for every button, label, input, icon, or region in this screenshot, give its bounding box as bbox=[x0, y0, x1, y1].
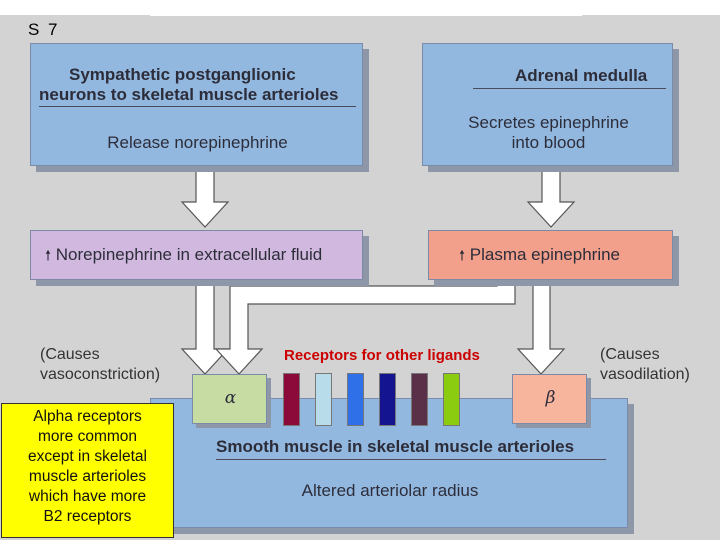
arrow-plasma-to-alpha bbox=[214, 282, 516, 375]
norepinephrine-text: Norepinephrine in extracellular fluid bbox=[55, 245, 323, 264]
note-line: which have more bbox=[28, 488, 147, 505]
sympathetic-neurons-box: Sympathetic postganglionic neurons to sk… bbox=[30, 43, 363, 166]
sympathetic-title-line1: Sympathetic postganglionic bbox=[69, 65, 296, 84]
sympathetic-title-underline bbox=[39, 106, 356, 107]
sympathetic-title-line2: neurons to skeletal muscle arterioles bbox=[39, 85, 339, 104]
adrenal-body-line2: into blood bbox=[511, 133, 586, 152]
other-receptor-4 bbox=[379, 373, 396, 426]
vasodilation-label-line2: vasodilation) bbox=[600, 366, 690, 383]
smooth-muscle-title: Smooth muscle in skeletal muscle arterio… bbox=[216, 437, 575, 456]
vasodilation-label-line1: (Causes bbox=[600, 346, 660, 363]
smooth-muscle-underline bbox=[216, 459, 606, 460]
arrow-sympathetic-to-norepinephrine bbox=[180, 167, 230, 228]
arrow-adrenal-to-plasma bbox=[526, 167, 576, 228]
adrenal-title: Adrenal medulla bbox=[515, 66, 648, 85]
alpha-symbol: α bbox=[224, 388, 237, 408]
vasoconstriction-label-line1: (Causes bbox=[40, 346, 100, 363]
other-receptor-2 bbox=[315, 373, 332, 426]
other-receptors-label: Receptors for other ligands bbox=[284, 347, 480, 364]
smooth-muscle-body: Altered arteriolar radius bbox=[301, 481, 479, 500]
other-receptor-5 bbox=[411, 373, 428, 426]
arrow-plasma-to-beta bbox=[516, 282, 566, 375]
other-receptor-1 bbox=[283, 373, 300, 426]
up-arrow-icon: 🠕 bbox=[459, 248, 466, 264]
slide-number: S 7 bbox=[28, 20, 60, 39]
plasma-epinephrine-text: Plasma epinephrine bbox=[469, 245, 621, 264]
note-line: Alpha receptors bbox=[33, 408, 142, 425]
adrenal-medulla-box: Adrenal medulla Secretes epinephrine int… bbox=[422, 43, 673, 166]
other-receptor-6 bbox=[443, 373, 460, 426]
beta-symbol: β bbox=[545, 388, 556, 408]
note-line: except in skeletal bbox=[28, 448, 147, 465]
note-line: more common bbox=[37, 428, 138, 445]
vasoconstriction-label-line2: vasoconstriction) bbox=[40, 366, 161, 383]
norepinephrine-box: 🠕 Norepinephrine in extracellular fluid bbox=[30, 230, 363, 280]
arrow-norepinephrine-to-alpha bbox=[180, 282, 230, 375]
up-arrow-icon: 🠕 bbox=[45, 248, 52, 264]
plasma-epinephrine-box: 🠕 Plasma epinephrine bbox=[428, 230, 673, 280]
note-line: muscle arterioles bbox=[28, 468, 147, 485]
adrenal-body-line1: Secretes epinephrine bbox=[468, 113, 629, 132]
sympathetic-body: Release norepinephrine bbox=[107, 133, 288, 152]
alpha-receptor-note: Alpha receptors more common except in sk… bbox=[1, 403, 174, 538]
top-white-strip bbox=[150, 0, 582, 16]
beta-receptor: β bbox=[512, 374, 587, 424]
note-line: B2 receptors bbox=[43, 508, 132, 525]
alpha-receptor: α bbox=[192, 374, 267, 424]
adrenal-title-underline bbox=[473, 88, 666, 89]
other-receptor-3 bbox=[347, 373, 364, 426]
